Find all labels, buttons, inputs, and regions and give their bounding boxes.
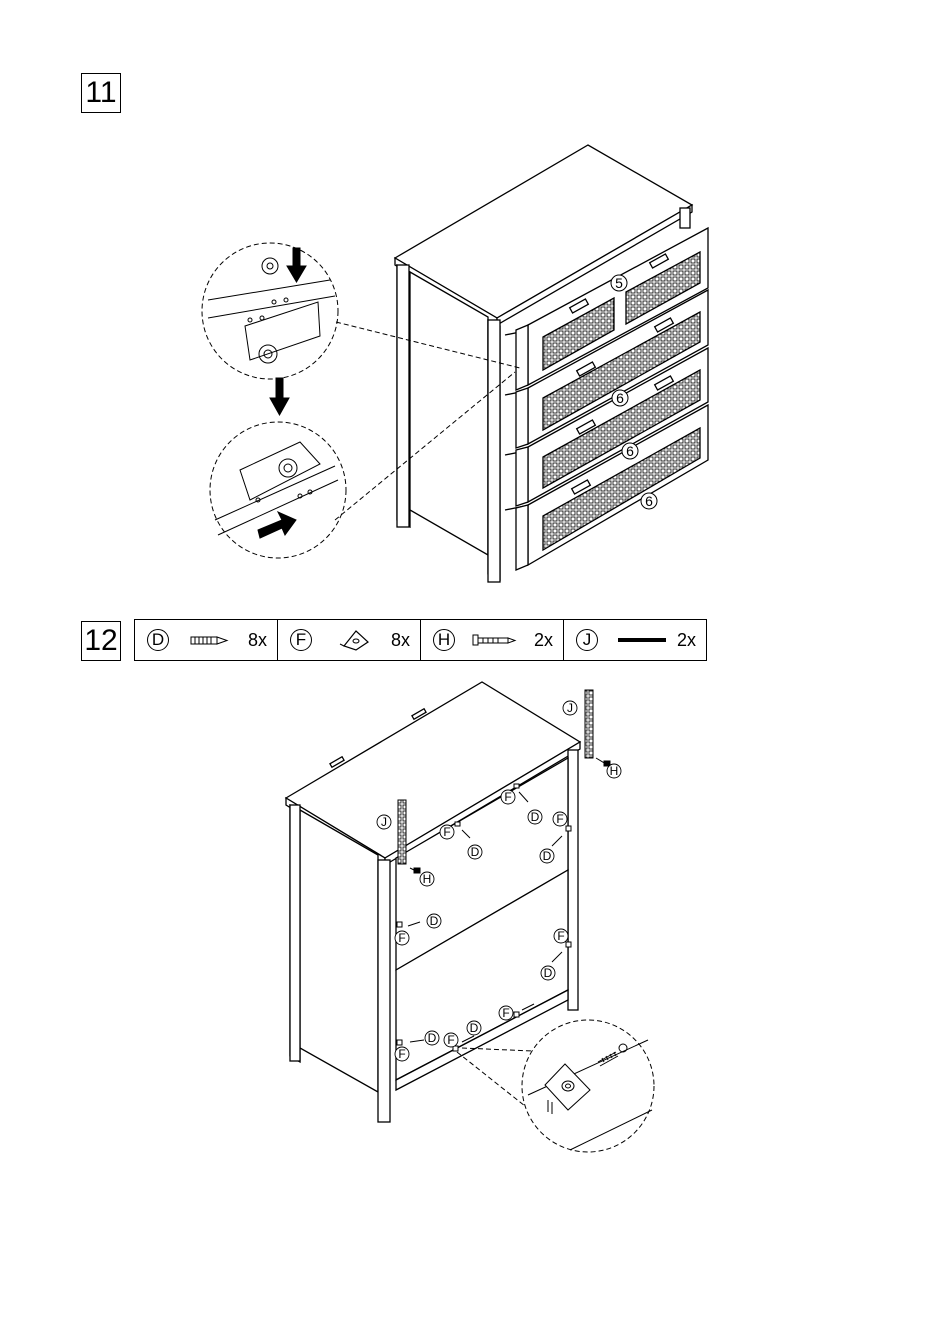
label-f: F [443,825,450,839]
label-f: F [557,929,564,943]
label-d: D [531,810,540,824]
label-d: D [428,1031,437,1045]
label-j: J [381,815,387,829]
step11-chest [395,145,708,582]
label-drawer-4: 6 [645,493,653,509]
label-j: J [567,701,573,715]
label-d: D [470,1021,479,1035]
label-h: H [423,872,432,886]
label-drawer-top: 5 [615,275,623,291]
label-f: F [502,1006,509,1020]
label-f: F [556,812,563,826]
label-d: D [471,845,480,859]
label-d: D [543,849,552,863]
label-drawer-2: 6 [616,390,624,406]
label-h: H [610,764,619,778]
label-f: F [398,1047,405,1061]
label-d: D [544,966,553,980]
label-d: D [430,914,439,928]
label-f: F [398,931,405,945]
label-f: F [504,790,511,804]
label-drawer-3: 6 [626,443,634,459]
label-f: F [447,1033,454,1047]
